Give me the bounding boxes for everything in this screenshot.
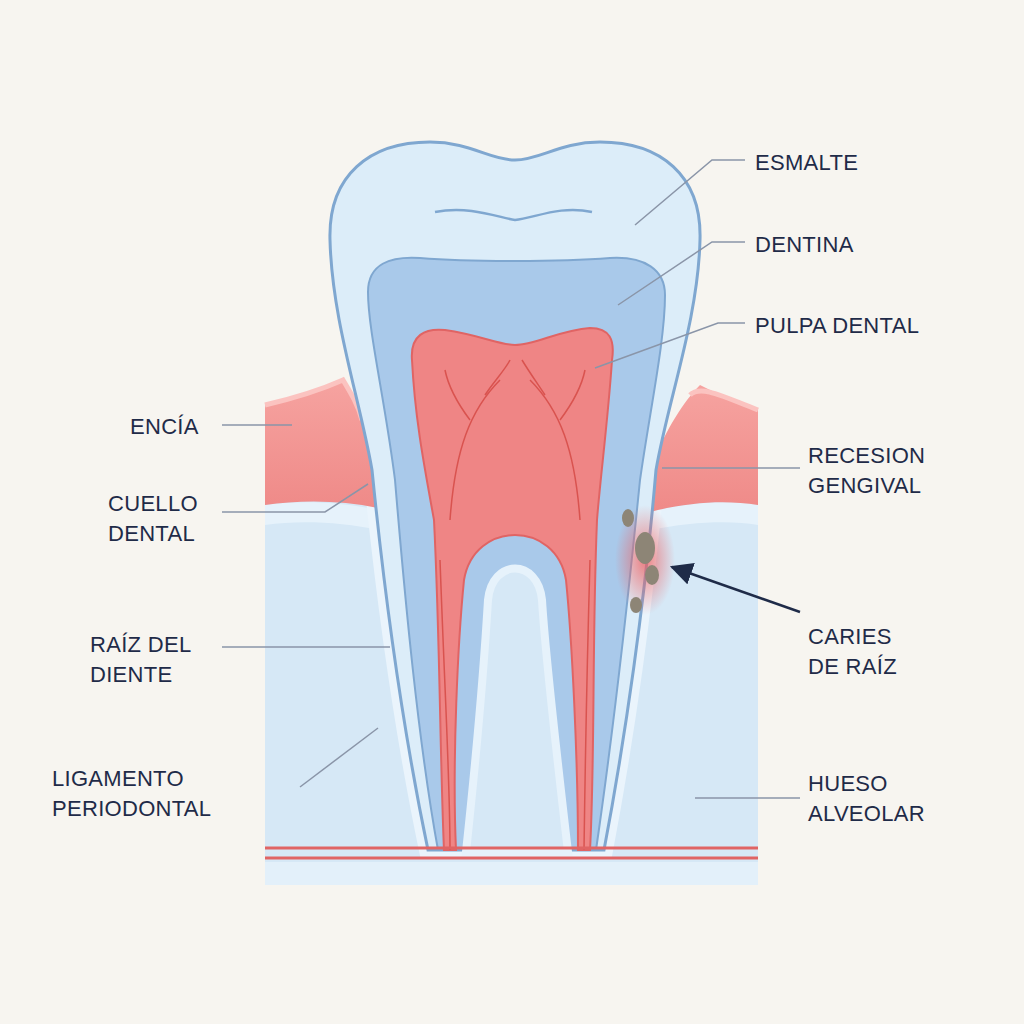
part-label: DENTINA bbox=[755, 230, 854, 260]
part-label: ESMALTE bbox=[755, 148, 858, 178]
occlusal-groove bbox=[435, 210, 592, 220]
part-label: HUESO ALVEOLAR bbox=[808, 769, 958, 829]
gum-highlight bbox=[265, 380, 362, 420]
part-label: ENCÍA bbox=[130, 412, 199, 442]
part-label: PULPA DENTAL bbox=[755, 311, 919, 341]
bone-crest bbox=[265, 502, 380, 530]
part-label: CUELLO DENTAL bbox=[108, 489, 238, 549]
base-vessel bbox=[265, 857, 758, 860]
caries-inflammation bbox=[615, 505, 675, 615]
part-label: LIGAMENTO PERIODONTAL bbox=[52, 764, 242, 824]
caries-arrow bbox=[672, 567, 800, 612]
leader-lines bbox=[222, 160, 800, 798]
caries-lesion bbox=[622, 509, 659, 613]
gum-highlight bbox=[690, 391, 758, 410]
interradicular-bone bbox=[466, 569, 568, 853]
part-label: RAÍZ DEL DIENTE bbox=[90, 630, 225, 690]
part-label: RECESION GENGIVAL bbox=[808, 441, 958, 501]
base-vessel bbox=[265, 847, 758, 850]
bone-base bbox=[265, 862, 758, 885]
part-label: CARIES DE RAÍZ bbox=[808, 622, 920, 682]
